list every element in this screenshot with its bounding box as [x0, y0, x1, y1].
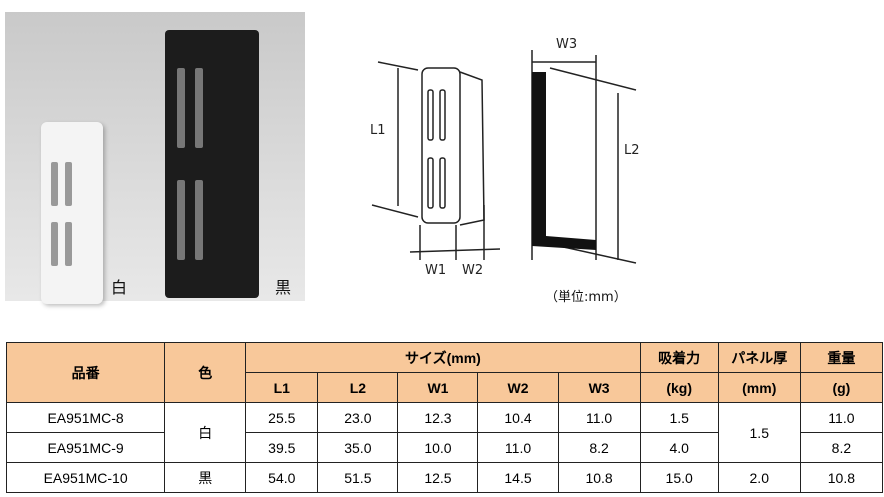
header-panel-unit: (mm): [717, 372, 801, 403]
color: 白: [164, 402, 247, 463]
header-w2: W2: [477, 372, 559, 403]
header-force: 吸着力: [639, 342, 719, 373]
header-part-no: 品番: [5, 342, 166, 403]
white-magnet-catch: [41, 122, 103, 304]
weight: 11.0: [799, 402, 884, 433]
header-w3: W3: [557, 372, 641, 403]
header-w1: W1: [397, 372, 479, 403]
header-size: サイズ(mm): [245, 342, 641, 373]
w1: 12.3: [397, 402, 479, 433]
header-l2: L2: [317, 372, 399, 403]
white-label: 白: [111, 278, 128, 297]
l2: 35.0: [317, 432, 399, 463]
force: 1.5: [639, 402, 719, 433]
w3: 11.0: [557, 402, 641, 433]
force: 4.0: [639, 432, 719, 463]
panel: 2.0: [717, 462, 801, 493]
unit-note: （単位:mm）: [545, 290, 627, 305]
l1: 39.5: [245, 432, 319, 463]
w3: 10.8: [557, 462, 641, 493]
l2-label: L2: [624, 143, 640, 158]
force: 15.0: [639, 462, 719, 493]
w2-label: W2: [462, 263, 483, 278]
weight: 10.8: [799, 462, 884, 493]
w2: 10.4: [477, 402, 559, 433]
color: 黒: [164, 462, 247, 493]
w2: 14.5: [477, 462, 559, 493]
part-no: EA951MC-8: [5, 402, 166, 433]
dimension-diagram: L1 L2 W1 W2 W3: [370, 37, 640, 278]
product-photo: 白 黒: [5, 12, 305, 304]
header-force-unit: (kg): [639, 372, 719, 403]
table-row: EA951MC-9 39.5 35.0 10.0 11.0 8.2 4.0 8.…: [5, 432, 884, 463]
w2: 11.0: [477, 432, 559, 463]
table-row: EA951MC-10 黒 54.0 51.5 12.5 14.5 10.8 15…: [5, 462, 884, 493]
panel: 1.5: [717, 402, 801, 463]
header-weight-unit: (g): [799, 372, 884, 403]
table-row: EA951MC-8 白 25.5 23.0 12.3 10.4 11.0 1.5…: [5, 402, 884, 463]
header-color: 色: [164, 342, 247, 403]
w3-label: W3: [556, 37, 577, 52]
header-weight: 重量: [799, 342, 884, 373]
l2: 23.0: [317, 402, 399, 433]
black-magnet-catch: [165, 30, 259, 298]
w1: 10.0: [397, 432, 479, 463]
l2: 51.5: [317, 462, 399, 493]
spec-table: 品番 色 サイズ(mm) 吸着力 パネル厚 重量 L1 L2 W1 W2 W3 …: [5, 342, 884, 493]
weight: 8.2: [799, 432, 884, 463]
part-no: EA951MC-10: [5, 462, 166, 493]
w3: 8.2: [557, 432, 641, 463]
header-panel: パネル厚: [717, 342, 801, 373]
l1: 54.0: [245, 462, 319, 493]
l1: 25.5: [245, 402, 319, 433]
w1: 12.5: [397, 462, 479, 493]
w1-label: W1: [425, 263, 446, 278]
black-label: 黒: [275, 278, 292, 297]
header-l1: L1: [245, 372, 319, 403]
l1-label: L1: [370, 123, 386, 138]
part-no: EA951MC-9: [5, 432, 166, 463]
